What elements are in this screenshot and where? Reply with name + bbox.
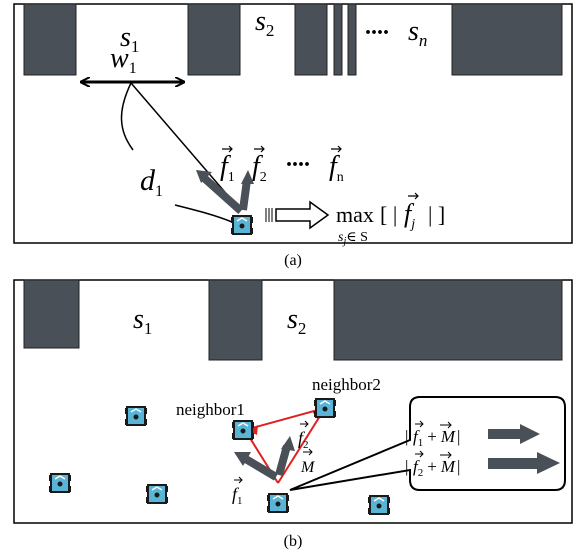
caption-a: (a) <box>284 252 302 269</box>
svg-text:f2: f2 <box>252 151 267 185</box>
red-link-triangle <box>243 406 328 484</box>
robot-a <box>230 215 254 235</box>
gap-label-b-s2: s2 <box>287 304 306 338</box>
svg-text:f2+M|: f2+M| <box>413 457 460 479</box>
svg-text:max: max <box>336 202 374 227</box>
obstacle-a1 <box>23 3 77 76</box>
vector-label-M: M <box>300 448 316 476</box>
svg-text:M: M <box>300 459 316 476</box>
gap-label-b-s1: s1 <box>133 304 152 338</box>
robot-focal <box>266 493 290 513</box>
svg-text:|: | <box>405 427 408 446</box>
force-arrow-f2 <box>239 179 251 211</box>
width-label: w1 <box>110 43 137 77</box>
vector-f1 <box>241 454 279 481</box>
neighbor1-label: neighbor1 <box>176 400 245 419</box>
robot-b1 <box>124 406 148 426</box>
panel-b: s1 s2 neighbor1 neighbor2 f1 f2 M <box>13 279 573 524</box>
neighbor2-label: neighbor2 <box>312 375 381 394</box>
robot-b4 <box>367 495 391 515</box>
svg-text:[ |: [ | <box>380 202 397 227</box>
distance-line <box>130 82 237 206</box>
robot-neighbor2 <box>313 398 337 418</box>
gap-label-sn: sn <box>408 16 427 50</box>
obstacle-b1 <box>23 279 80 349</box>
max-expression: max sj∈ S [ | fj | ] <box>336 192 445 247</box>
distance-curve-bottom <box>174 204 233 223</box>
obstacle-a3 <box>294 3 328 76</box>
force-label-f2: f2 <box>252 145 267 185</box>
svg-text:| ]: | ] <box>428 202 445 227</box>
force-dots: .... <box>286 146 310 172</box>
hollow-arrow <box>265 200 330 230</box>
svg-text:f1: f1 <box>232 484 243 507</box>
force-arrow-f1 <box>200 174 244 214</box>
vector-f1-head <box>234 452 251 466</box>
panel-a: s1 s2 .... sn w1 d1 f1 f2 .... fn <box>13 3 573 247</box>
svg-text:f2: f2 <box>298 428 309 451</box>
svg-text:sj∈ S: sj∈ S <box>338 230 368 247</box>
obstacle-b3 <box>333 279 563 361</box>
caption-b: (b) <box>284 533 303 550</box>
distance-label: d1 <box>140 164 163 200</box>
obstacle-a2 <box>187 3 241 76</box>
robot-neighbor1 <box>231 420 255 440</box>
vector-label-f2: f2 <box>298 420 309 451</box>
obstacle-a5 <box>347 3 357 76</box>
callout-row-1: | f1+M| <box>405 420 540 449</box>
obstacle-a6 <box>451 3 563 76</box>
callout-row-2: | f2+M| <box>405 450 560 479</box>
svg-text:f1+M|: f1+M| <box>413 427 460 449</box>
gap-label-s2: s2 <box>255 6 274 40</box>
svg-text:fn: fn <box>329 151 344 185</box>
vector-f2 <box>275 444 291 477</box>
force-arrowhead-f1 <box>196 170 212 183</box>
force-label-f1: f1 <box>220 145 235 185</box>
svg-text:fj: fj <box>404 199 415 232</box>
obstacle-a4 <box>333 3 343 76</box>
svg-text:f1: f1 <box>220 151 235 185</box>
gap-dots: .... <box>365 14 389 40</box>
obstacle-b2 <box>208 279 263 361</box>
svg-text:|: | <box>405 457 408 476</box>
distance-curve-top <box>120 82 134 151</box>
robot-b2 <box>48 473 72 493</box>
force-arrowhead-f2 <box>241 170 254 184</box>
vector-f2-head <box>281 436 295 451</box>
vector-label-f1: f1 <box>232 476 243 507</box>
force-label-fn: fn <box>329 145 344 185</box>
robot-b3 <box>145 484 169 504</box>
gap-label-s1: s1 <box>120 22 139 56</box>
